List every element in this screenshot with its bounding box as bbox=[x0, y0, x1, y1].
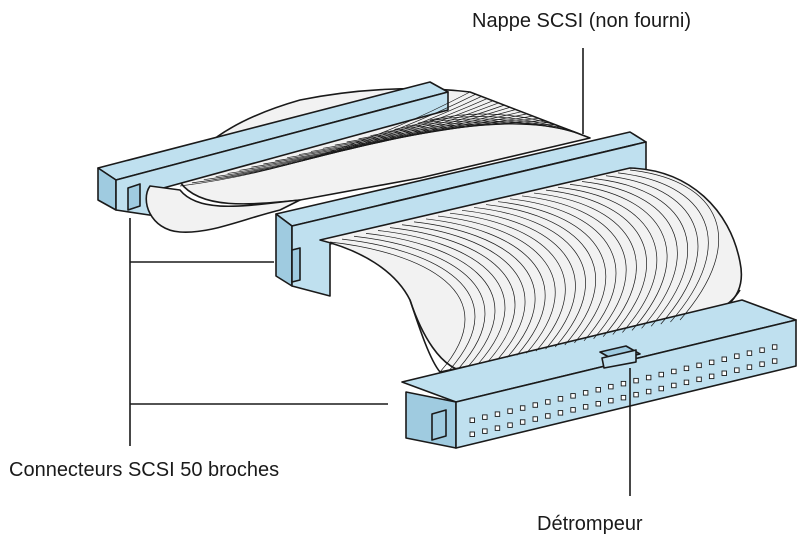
connector-middle bbox=[275, 131, 647, 297]
connector-top-left bbox=[97, 81, 449, 217]
ribbon-fold-left bbox=[145, 185, 301, 233]
connectors-label: Connecteurs SCSI 50 broches bbox=[9, 459, 280, 481]
ribbon-wires bbox=[179, 91, 719, 373]
key-label: Détrompeur bbox=[537, 513, 643, 535]
connectors-leader-bracket bbox=[129, 218, 388, 446]
connector-pins bbox=[469, 344, 778, 437]
ribbon-label: Nappe SCSI (non fourni) bbox=[472, 10, 692, 32]
